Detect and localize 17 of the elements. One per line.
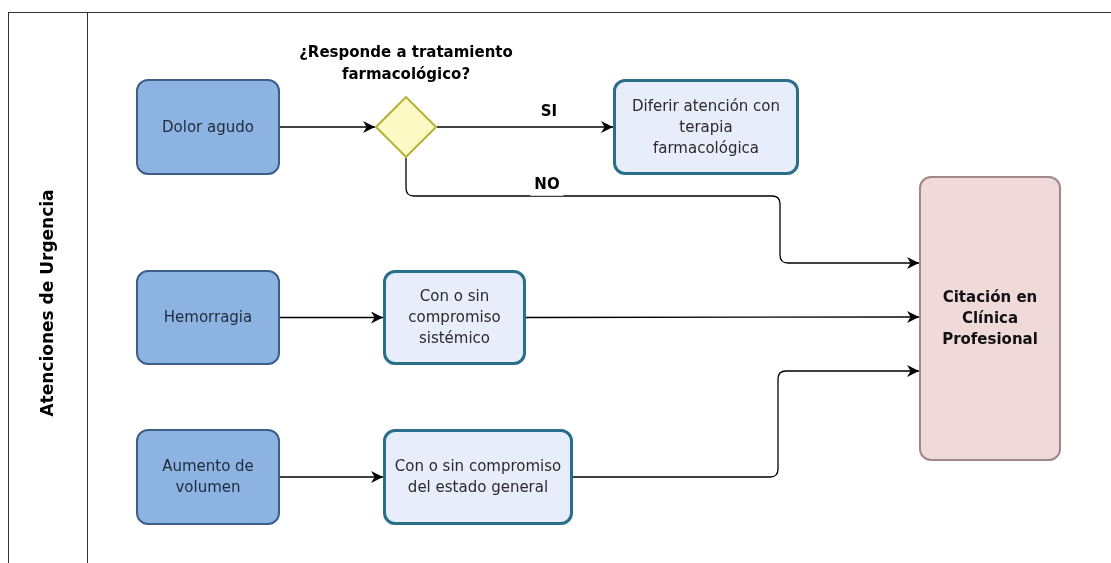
process-box: Aumento de volumen bbox=[136, 429, 280, 525]
swimlane-pool bbox=[8, 12, 1111, 563]
process-box: Con o sin compromiso del estado general bbox=[383, 429, 573, 525]
lane-title: Atenciones de Urgencia bbox=[36, 189, 59, 417]
process-box: Hemorragia bbox=[136, 270, 280, 365]
process-box: Diferir atención con terapia farmacológica bbox=[613, 79, 799, 175]
process-box: Citación en Clínica Profesional bbox=[919, 176, 1061, 461]
arrow bbox=[405, 157, 920, 269]
decision-label: ¿Responde a tratamiento farmacológico? bbox=[298, 42, 514, 85]
process-box: Con o sin compromiso sistémico bbox=[383, 270, 526, 365]
arrow bbox=[572, 365, 920, 478]
arrow bbox=[279, 311, 384, 324]
arrow bbox=[525, 311, 920, 323]
arrow bbox=[279, 471, 384, 483]
process-box: Dolor agudo bbox=[136, 79, 280, 175]
arrow bbox=[279, 121, 376, 133]
arrow bbox=[436, 121, 614, 133]
